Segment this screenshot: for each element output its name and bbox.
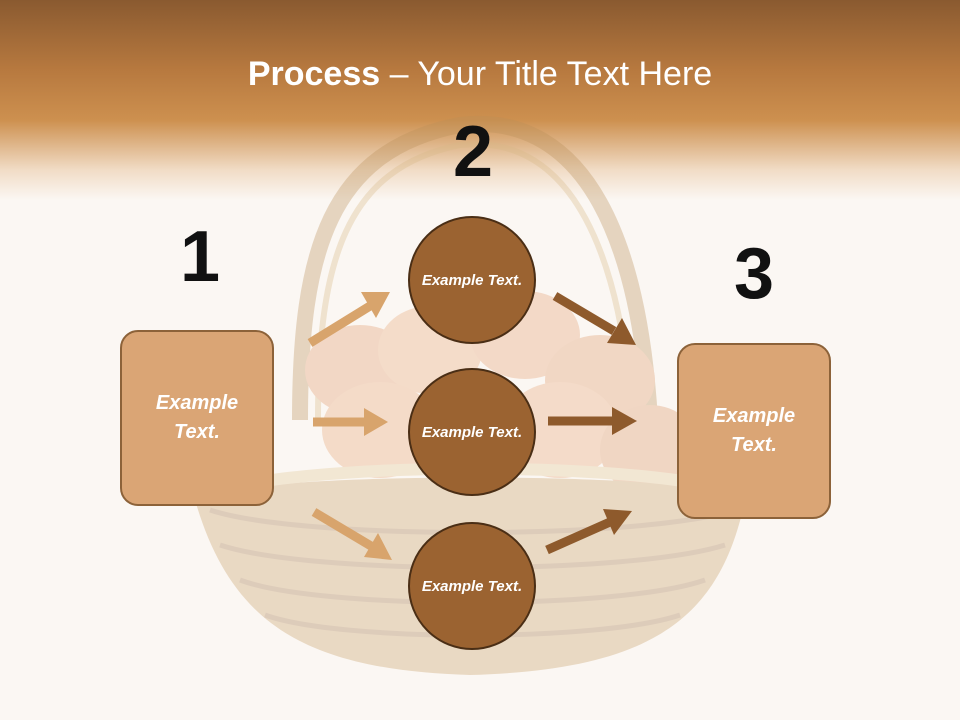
header-band (0, 0, 960, 200)
arrow-1-to-middle (313, 408, 388, 436)
step-2-circle-bottom-text: Example Text. (421, 577, 523, 595)
arrow-bottom-to-3 (545, 509, 632, 555)
slide-title: Process – Your Title Text Here (0, 52, 960, 96)
arrow-middle-to-3 (548, 407, 637, 435)
step-3-box: Example Text. (677, 343, 831, 519)
step-1-text: Example Text. (155, 392, 239, 443)
step-2-circle-middle-text: Example Text. (421, 423, 523, 441)
title-bold: Process (247, 55, 381, 93)
step-number-3: 3 (733, 234, 775, 314)
step-3-text: Example Text. (712, 405, 796, 456)
arrow-top-to-3 (552, 292, 636, 345)
step-2-circle-bottom: Example Text. (408, 522, 536, 650)
step-number-2: 2 (452, 112, 494, 192)
step-number-1: 1 (179, 217, 221, 297)
arrow-1-to-top (307, 292, 390, 347)
step-1-box: Example Text. (120, 330, 274, 506)
step-2-circle-top: Example Text. (408, 216, 536, 344)
arrow-1-to-bottom (311, 508, 392, 560)
title-rest: – Your Title Text Here (380, 55, 713, 93)
step-2-circle-top-text: Example Text. (421, 271, 523, 289)
step-2-circle-middle: Example Text. (408, 368, 536, 496)
